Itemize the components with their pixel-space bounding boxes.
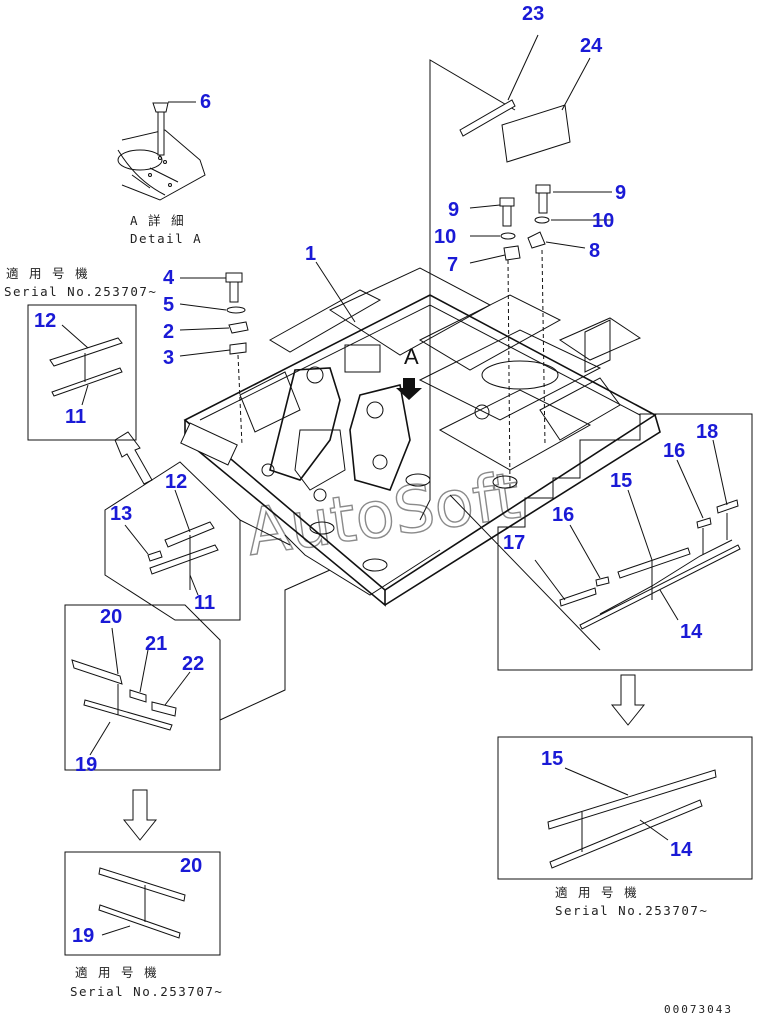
inset-bottom-right-applicable: 適 用 号 機 xyxy=(555,885,638,900)
callout-16-right: 16 xyxy=(663,440,685,462)
callout-4: 4 xyxy=(163,267,175,289)
callout-6: 6 xyxy=(200,91,211,113)
inset-bottom-left-serial: Serial No.253707~ xyxy=(70,984,223,999)
arrow-down-icon-left xyxy=(122,789,158,841)
detail-a-caption-en: Detail A xyxy=(130,231,202,246)
callout-19-lower: 19 xyxy=(72,925,94,947)
callout-9-right: 9 xyxy=(615,182,626,204)
callout-5: 5 xyxy=(163,294,174,316)
callout-16-left: 16 xyxy=(552,504,574,526)
callout-13: 13 xyxy=(110,503,132,525)
callouts: 1 2 3 4 5 6 7 8 9 9 10 10 11 11 12 12 13… xyxy=(34,3,718,947)
inset-bottom-left-applicable: 適 用 号 機 xyxy=(75,965,158,980)
callout-14-lower: 14 xyxy=(670,839,693,861)
watermark: AutoSoft xyxy=(242,459,524,571)
view-marker-a: A xyxy=(404,344,419,369)
inset-lower-frame xyxy=(64,604,221,771)
inset-left-applicable: 適 用 号 機 xyxy=(6,266,89,281)
callout-10-right: 10 xyxy=(592,210,614,232)
callout-15-lower: 15 xyxy=(541,748,563,770)
callout-20-lower: 20 xyxy=(180,855,202,877)
detail-a-caption-jp: A 詳 細 xyxy=(130,213,185,228)
callout-2: 2 xyxy=(163,321,174,343)
callout-8: 8 xyxy=(589,240,600,262)
inset-bottom-left-frame xyxy=(64,851,221,956)
revolving-frame xyxy=(180,267,661,607)
inset-left-frame xyxy=(27,304,137,441)
callout-22: 22 xyxy=(182,653,204,675)
callout-3: 3 xyxy=(163,347,174,369)
callout-24: 24 xyxy=(580,35,603,57)
callout-9-left: 9 xyxy=(448,199,459,221)
callout-23: 23 xyxy=(522,3,544,25)
inset-left-serial: Serial No.253707~ xyxy=(4,284,157,299)
callout-18: 18 xyxy=(696,421,718,443)
callout-12-top: 12 xyxy=(34,310,56,332)
callout-10-left: 10 xyxy=(434,226,456,248)
arrow-down-icon-right xyxy=(610,674,646,726)
callout-21: 21 xyxy=(145,633,167,655)
callout-12-mid: 12 xyxy=(165,471,187,493)
inset-bottom-right-frame xyxy=(497,736,753,880)
inset-mid-frame xyxy=(104,461,241,621)
callout-11-top: 11 xyxy=(65,406,86,428)
callout-17: 17 xyxy=(503,532,525,554)
inset-right-frame xyxy=(497,413,753,671)
callout-1: 1 xyxy=(305,243,316,265)
inset-bottom-right-serial: Serial No.253707~ xyxy=(555,903,708,918)
arrow-view-a-icon xyxy=(396,378,422,400)
callout-7: 7 xyxy=(447,254,458,276)
callout-14-upper: 14 xyxy=(680,621,703,643)
callout-11-mid: 11 xyxy=(194,592,215,614)
callout-15-upper: 15 xyxy=(610,470,632,492)
drawing-number: 00073043 xyxy=(664,1003,733,1016)
callout-19-upper: 19 xyxy=(75,754,97,776)
callout-20-upper: 20 xyxy=(100,606,122,628)
detail-a-view xyxy=(117,101,206,201)
